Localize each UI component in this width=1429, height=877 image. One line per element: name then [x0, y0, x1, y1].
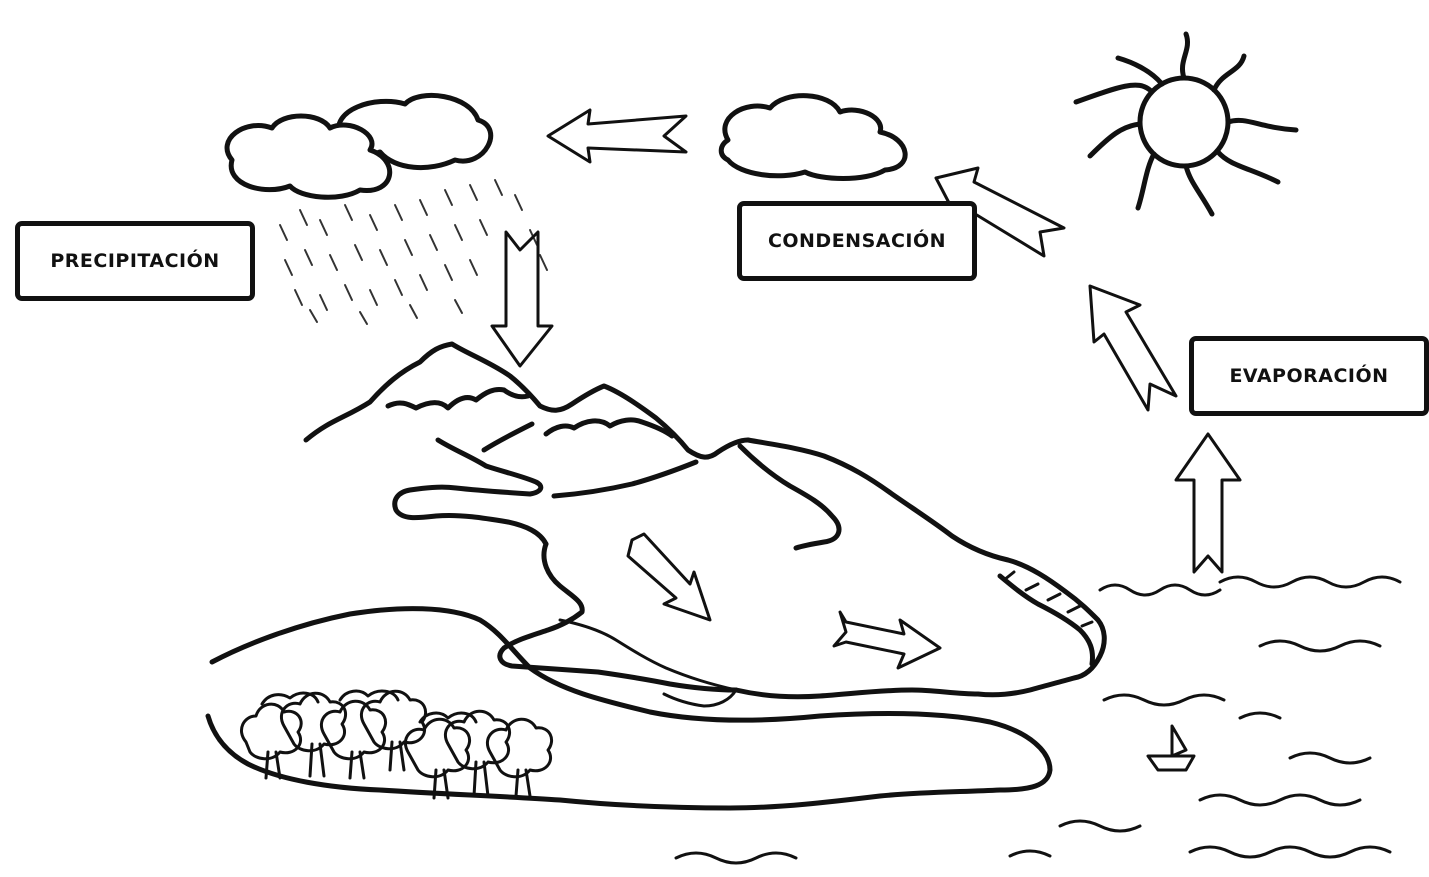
tree-icon	[281, 693, 345, 776]
condensation-label-text: CONDENSACIÓN	[768, 230, 946, 252]
tree-icon	[321, 701, 385, 778]
arrow-runoff-1	[628, 534, 710, 620]
arrow-up-from-sea	[1176, 434, 1240, 572]
condensation-label: CONDENSACIÓN	[737, 201, 977, 281]
land-mass	[208, 440, 1104, 808]
arrow-evaporation-up	[1090, 286, 1176, 410]
evaporation-label-text: EVAPORACIÓN	[1229, 365, 1388, 387]
mountains	[306, 344, 839, 548]
arrow-down-precipitation	[492, 232, 552, 366]
tree-icon	[487, 719, 551, 796]
arrow-runoff-2	[834, 612, 940, 668]
rain-cloud-icon	[227, 95, 491, 197]
cloud-icon	[721, 96, 905, 179]
tree-icon	[405, 719, 469, 798]
tree-icon	[445, 711, 509, 796]
arrow-left	[548, 110, 686, 162]
evaporation-label: EVAPORACIÓN	[1189, 336, 1429, 416]
forest	[241, 691, 551, 798]
precipitation-label: PRECIPITACIÓN	[15, 221, 255, 301]
sailboat-icon	[1148, 726, 1194, 770]
precipitation-label-text: PRECIPITACIÓN	[50, 250, 219, 272]
sun-icon	[1076, 34, 1296, 214]
